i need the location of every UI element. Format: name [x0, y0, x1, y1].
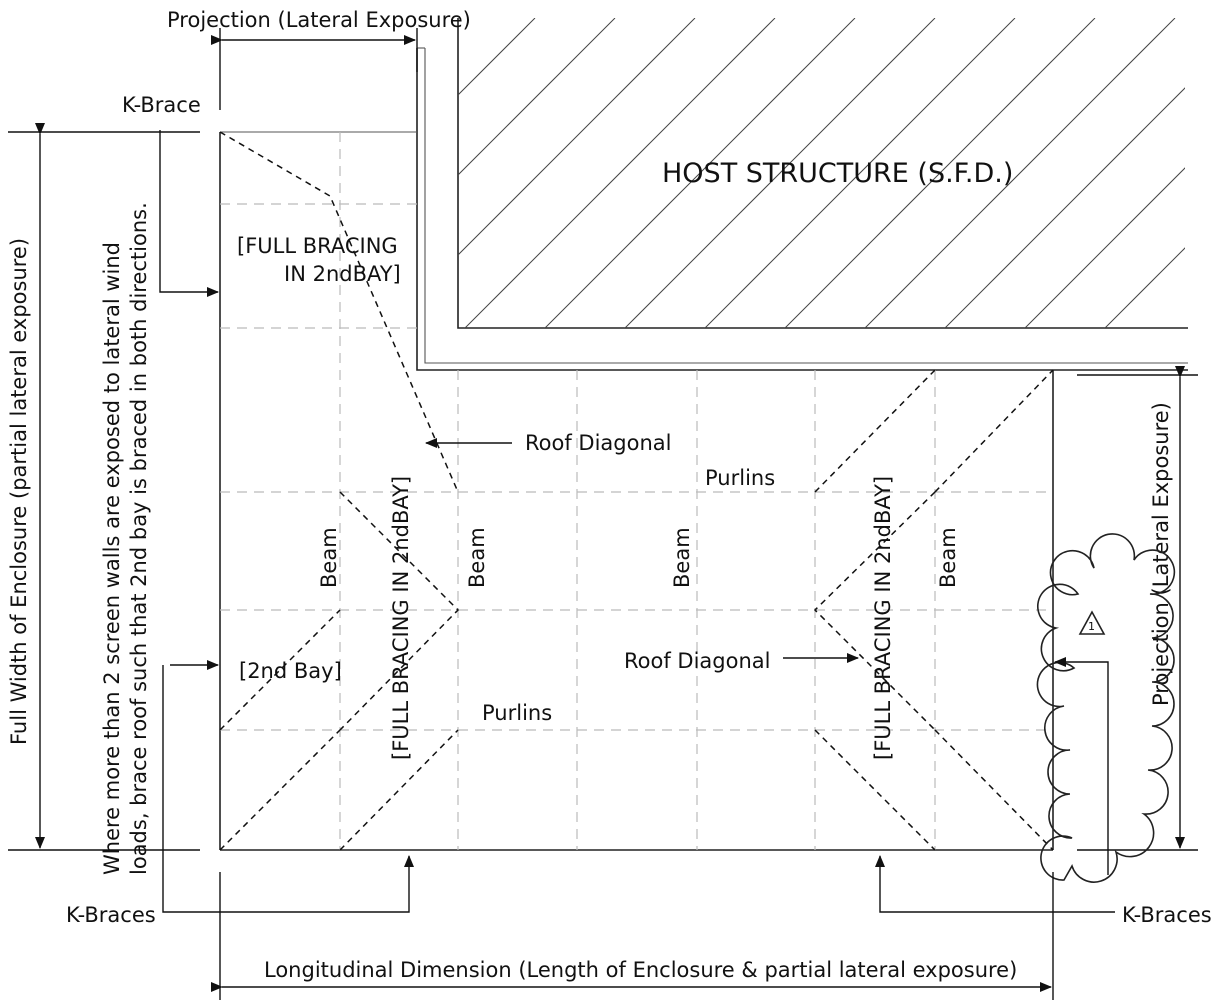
roof-diagonal-2-label: Roof Diagonal	[624, 649, 770, 673]
second-bay-label: [2nd Bay]	[239, 659, 342, 683]
kbraces-left-leader	[162, 665, 414, 913]
full-width-dimension	[8, 123, 200, 851]
right-projection-dimension	[1077, 366, 1198, 851]
revision-cloud: 1	[1036, 533, 1176, 883]
projection-top-label: Projection (Lateral Exposure)	[167, 8, 471, 32]
kbrace-top-label: K-Brace	[122, 93, 201, 117]
full-bracing-upper-line-2: IN 2ndBAY]	[284, 262, 401, 286]
kbraces-right-leader	[875, 855, 1115, 913]
host-structure	[416, 18, 1188, 371]
beam-label-2: Beam	[465, 527, 489, 588]
purlins-2-label: Purlins	[482, 701, 552, 725]
beam-label-4: Beam	[936, 527, 960, 588]
purlins-1-label: Purlins	[705, 466, 775, 490]
projection-right-label: Projection (Lateral Exposure)	[1149, 402, 1173, 706]
revision-triangle-icon	[1078, 610, 1106, 635]
kbrace-top-leader	[159, 130, 219, 297]
full-bracing-vertical-right: [FULL BRACING IN 2ndBAY]	[871, 476, 895, 760]
roof-diagonals	[219, 131, 1054, 851]
host-structure-label: HOST STRUCTURE (S.F.D.)	[662, 158, 1013, 189]
beam-label-3: Beam	[670, 527, 694, 588]
roof-diagonal-1-label: Roof Diagonal	[525, 431, 671, 455]
note-line-2: loads, brace roof such that 2nd bay is b…	[127, 202, 151, 875]
full-bracing-upper-line-1: [FULL BRACING	[237, 234, 398, 258]
full-width-label: Full Width of Enclosure (partial lateral…	[7, 238, 31, 745]
note-line-1: Where more than 2 screen walls are expos…	[100, 242, 124, 875]
cloud-leader	[1054, 657, 1109, 875]
kbraces-left-label: K-Braces	[66, 903, 156, 927]
full-bracing-vertical-left: [FULL BRACING IN 2ndBAY]	[389, 476, 413, 760]
revision-mark: 1	[1088, 620, 1095, 633]
longitudinal-dimension	[211, 872, 1054, 1000]
longitudinal-label: Longitudinal Dimension (Length of Enclos…	[264, 958, 1017, 982]
host-hatching	[458, 18, 1185, 328]
top-projection-dimension	[211, 28, 418, 110]
beam-label-1: Beam	[317, 527, 341, 588]
kbraces-right-label: K-Braces	[1122, 903, 1212, 927]
